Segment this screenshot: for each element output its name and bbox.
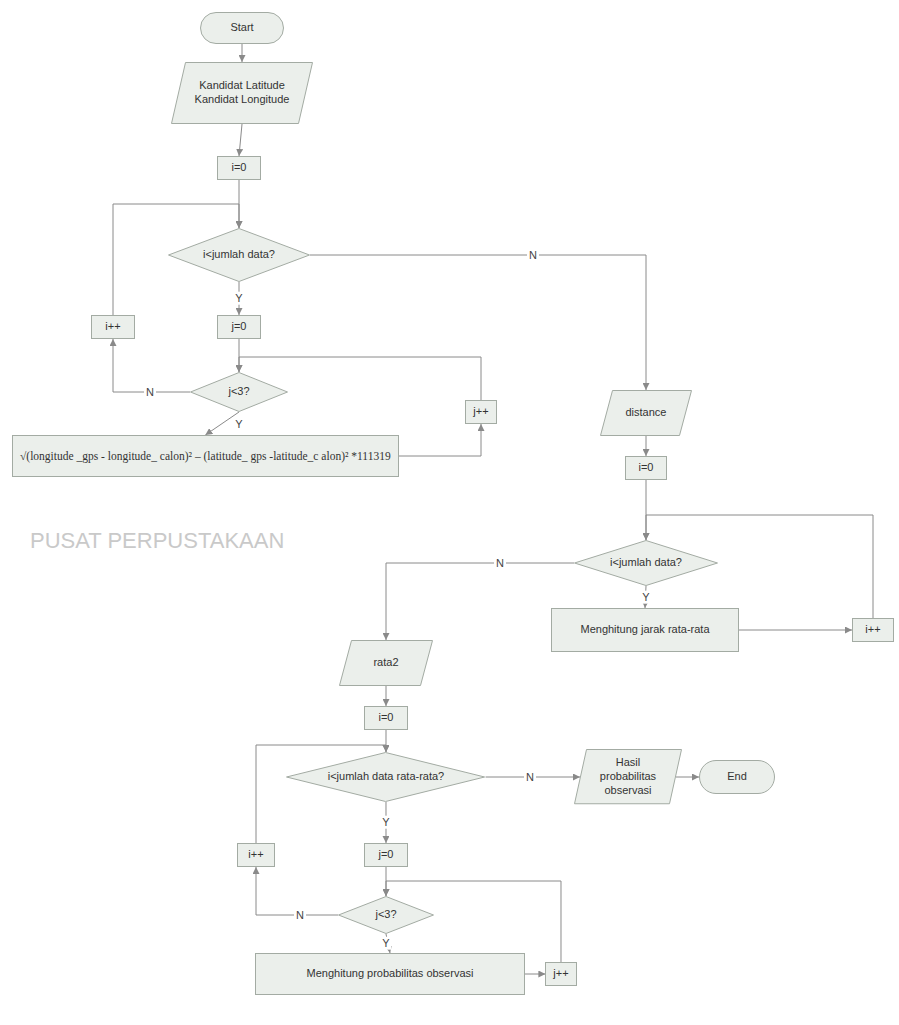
branch-label: Y (380, 816, 391, 829)
node-text: i=0 (379, 711, 394, 725)
process-box: Menghitung probabilitas observasi (255, 953, 525, 995)
branch-label: N (494, 557, 506, 570)
flow-arrow (113, 339, 190, 392)
node-text: i<jumlah data? (610, 556, 682, 570)
process-box: j++ (465, 400, 497, 424)
node-text: i++ (865, 623, 880, 637)
branch-label: N (144, 386, 156, 399)
node-text: Menghitung probabilitas observasi (307, 967, 474, 981)
node-text: j<3? (375, 908, 396, 922)
node-text: Start (230, 21, 253, 35)
node-text: distance (626, 406, 667, 420)
branch-label: N (294, 909, 306, 922)
node-text: i++ (248, 848, 263, 862)
decision-diamond: j<3? (338, 896, 434, 934)
branch-label: Y (640, 591, 651, 604)
node-text: j++ (553, 967, 568, 981)
flow-arrow (676, 777, 699, 778)
watermark: PUSAT PERPUSTAKAAN (30, 528, 284, 554)
process-box: j=0 (364, 843, 408, 867)
decision-diamond: i<jumlah data? (574, 540, 718, 586)
node-text: j++ (473, 405, 488, 419)
branch-label: N (527, 249, 539, 262)
decision-diamond: j<3? (190, 372, 288, 412)
node-text: End (727, 770, 747, 784)
io-parallelogram: rata2 (339, 640, 433, 686)
branch-label: Y (233, 292, 244, 305)
node-text: j=0 (379, 848, 394, 862)
io-parallelogram: distance (600, 390, 692, 436)
node-text: rata2 (373, 656, 398, 670)
io-parallelogram: Hasil probabilitas observasi (574, 749, 682, 804)
process-box: √(longitude _gps - longitude_ calon)² – … (12, 435, 399, 477)
node-text: Kandidat Latitude Kandidat Longitude (192, 79, 292, 107)
node-text: i<jumlah data? (203, 248, 275, 262)
flow-arrow (739, 630, 852, 631)
branch-label: Y (233, 418, 244, 431)
node-text: i=0 (232, 161, 247, 175)
decision-diamond: i<jumlah data? (168, 228, 310, 282)
decision-diamond: i<jumlah data rata-rata? (286, 752, 485, 802)
flow-arrow (646, 436, 647, 456)
node-text: i++ (105, 320, 120, 334)
flow-arrow (399, 424, 481, 456)
branch-label: Y (380, 937, 391, 950)
io-parallelogram: Kandidat Latitude Kandidat Longitude (171, 62, 313, 124)
node-text: √(longitude _gps - longitude_ calon)² – … (20, 449, 391, 463)
node-text: j=0 (232, 320, 247, 334)
process-box: i++ (91, 315, 135, 339)
node-text: Hasil probabilitas observasi (593, 756, 663, 797)
process-box: Menghitung jarak rata-rata (551, 608, 739, 652)
process-box: i++ (237, 843, 275, 867)
flow-arrow (242, 44, 243, 62)
terminator: Start (200, 12, 284, 44)
flow-arrow (386, 563, 574, 640)
node-text: Menghitung jarak rata-rata (580, 623, 709, 637)
node-text: i<jumlah data rata-rata? (328, 770, 444, 784)
flow-arrow (386, 686, 387, 706)
process-box: i=0 (364, 706, 408, 730)
flow-arrow (239, 124, 242, 156)
branch-label: N (524, 771, 536, 784)
terminator: End (699, 760, 775, 794)
process-box: j=0 (217, 315, 261, 339)
node-text: i=0 (639, 461, 654, 475)
flow-arrow (310, 255, 646, 390)
node-text: j<3? (228, 385, 249, 399)
process-box: i=0 (217, 156, 261, 180)
flow-arrow (525, 974, 545, 975)
process-box: i=0 (625, 456, 667, 480)
process-box: j++ (545, 962, 576, 986)
process-box: i++ (852, 618, 894, 642)
